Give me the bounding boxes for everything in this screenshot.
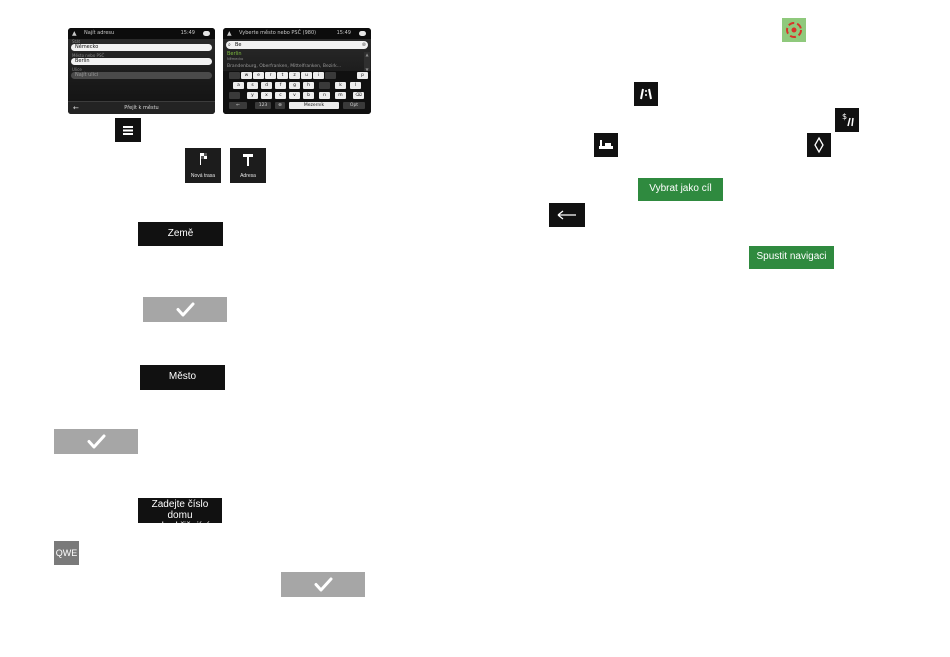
- select-destination-button[interactable]: Vybrat jako cíl: [638, 178, 723, 201]
- key[interactable]: r: [265, 72, 276, 79]
- hamburger-icon: [123, 126, 133, 135]
- numbers-key[interactable]: 123: [255, 102, 271, 109]
- key[interactable]: [229, 72, 240, 79]
- result-more[interactable]: Brandenburg, Oberfranken, Mittelfranken,…: [227, 64, 342, 69]
- highway-icon: [640, 88, 652, 100]
- space-key[interactable]: Mezerník: [289, 102, 339, 109]
- key[interactable]: z: [289, 72, 300, 79]
- clear-icon[interactable]: ⊗: [361, 42, 366, 48]
- menu-button[interactable]: [115, 118, 141, 142]
- highway-button[interactable]: [634, 82, 658, 106]
- ferry-icon: [599, 140, 613, 149]
- signpost-icon: [243, 154, 253, 166]
- key[interactable]: m: [335, 92, 346, 99]
- top-bar: ▲ Vyberte město nebo PSČ (980) 15:49: [223, 28, 371, 39]
- key[interactable]: e: [253, 72, 264, 79]
- key[interactable]: s: [247, 82, 258, 89]
- street-label: Ulice: [72, 67, 82, 72]
- backspace-key[interactable]: ⌫: [353, 92, 364, 99]
- house-number-button[interactable]: Zadejte číslo domu nebo křižující ulici.…: [138, 498, 222, 543]
- toll-road-icon: $: [842, 112, 854, 127]
- keyboard: w e r t z u i p a s d f g h k l y x c v: [223, 71, 371, 114]
- key[interactable]: g: [289, 82, 300, 89]
- confirm-button[interactable]: [143, 297, 227, 322]
- key[interactable]: b: [303, 92, 314, 99]
- key[interactable]: y: [247, 92, 258, 99]
- screenshot-select-city: ▲ Vyberte město nebo PSČ (980) 15:49 ⌕ B…: [223, 28, 371, 114]
- checkered-flag-icon: [200, 153, 207, 165]
- confirm-button[interactable]: [281, 572, 365, 597]
- key[interactable]: [325, 72, 336, 79]
- key[interactable]: h: [303, 82, 314, 89]
- confirm-button[interactable]: [54, 429, 138, 454]
- key[interactable]: i: [313, 72, 324, 79]
- screen-title: Vyberte město nebo PSČ (980): [239, 30, 317, 36]
- key[interactable]: u: [301, 72, 312, 79]
- key[interactable]: w: [241, 72, 252, 79]
- result-country: Německo: [227, 57, 244, 61]
- nav-arrow-icon: ▲: [227, 30, 232, 37]
- result-city[interactable]: Berlin: [227, 51, 242, 57]
- new-route-tile[interactable]: Nová trasa: [185, 148, 221, 183]
- svg-text:$: $: [842, 112, 847, 121]
- new-route-label: Nová trasa: [190, 173, 216, 179]
- red-cursor-icon: [786, 22, 802, 38]
- search-icon: ⌕: [228, 42, 231, 48]
- go-to-city-button[interactable]: Přejít k městu: [124, 105, 159, 111]
- country-field[interactable]: Německo: [71, 44, 212, 51]
- key[interactable]: c: [275, 92, 286, 99]
- key[interactable]: f: [275, 82, 286, 89]
- unpaved-road-icon: [814, 136, 824, 154]
- address-tile[interactable]: Adresa: [230, 148, 266, 183]
- shift-key[interactable]: [229, 92, 240, 99]
- back-button[interactable]: [549, 203, 585, 227]
- back-arrow-icon[interactable]: ←: [229, 102, 247, 109]
- keyboard-layout-button[interactable]: QWE: [54, 541, 79, 565]
- city-field[interactable]: Berlin: [71, 58, 212, 65]
- top-bar: ▲ Najít adresu 15:49: [68, 28, 215, 39]
- checkmark-icon: [87, 434, 106, 449]
- address-label: Adresa: [240, 173, 256, 179]
- globe-icon[interactable]: ⊕: [275, 102, 285, 109]
- arrow-left-icon: [557, 210, 576, 220]
- ferry-button[interactable]: [594, 133, 618, 157]
- key[interactable]: [319, 82, 330, 89]
- screen-title: Najít adresu: [84, 30, 115, 36]
- options-key[interactable]: Opt: [343, 102, 365, 109]
- key[interactable]: n: [319, 92, 330, 99]
- search-input[interactable]: ⌕ Be ⊗: [226, 41, 368, 49]
- country-label: Stát: [72, 39, 81, 44]
- bottom-bar: ← Přejít k městu: [68, 101, 215, 114]
- house-number-line1: Zadejte číslo domu: [151, 499, 209, 521]
- toll-road-button[interactable]: $: [835, 108, 859, 132]
- country-button[interactable]: Země: [138, 222, 223, 246]
- key[interactable]: t: [277, 72, 288, 79]
- start-navigation-button[interactable]: Spustit navigaci: [749, 246, 834, 269]
- city-button[interactable]: Město: [140, 365, 225, 390]
- nav-arrow-icon: ▲: [72, 30, 77, 37]
- clock: 15:49: [336, 30, 351, 36]
- message-icon: [359, 31, 366, 36]
- key[interactable]: a: [233, 82, 244, 89]
- key[interactable]: v: [289, 92, 300, 99]
- screenshot-find-address: ▲ Najít adresu 15:49 Stát Německo Město …: [68, 28, 215, 114]
- cursor-marker: [782, 18, 806, 42]
- key[interactable]: k: [335, 82, 346, 89]
- key[interactable]: p: [357, 72, 368, 79]
- key[interactable]: d: [261, 82, 272, 89]
- search-query: Be: [235, 42, 242, 48]
- key[interactable]: x: [261, 92, 272, 99]
- house-number-line2: nebo křižující ulici...: [150, 521, 210, 543]
- key[interactable]: l: [350, 82, 361, 89]
- city-label: Město nebo PSČ: [72, 53, 105, 58]
- checkmark-icon: [176, 302, 195, 317]
- checkmark-icon: [314, 577, 333, 592]
- street-field[interactable]: Najít ulici: [71, 72, 212, 79]
- message-icon: [203, 31, 210, 36]
- clock: 15:49: [180, 30, 195, 36]
- unpaved-road-button[interactable]: [807, 133, 831, 157]
- back-arrow-icon[interactable]: ←: [73, 104, 79, 112]
